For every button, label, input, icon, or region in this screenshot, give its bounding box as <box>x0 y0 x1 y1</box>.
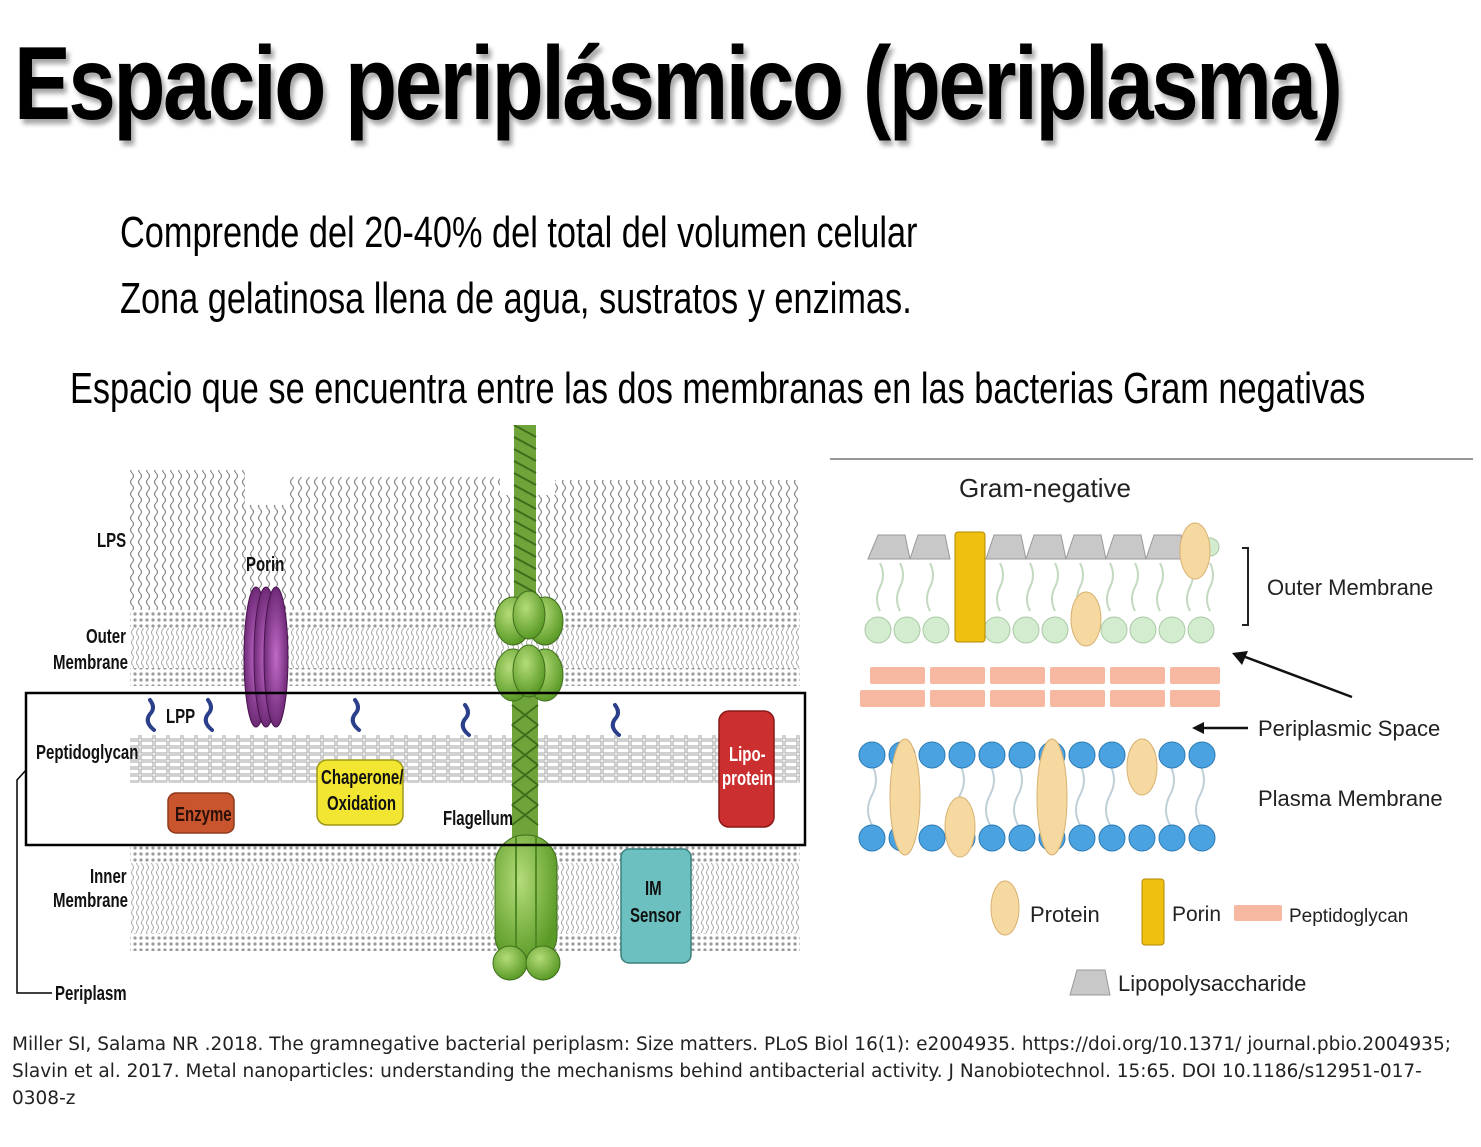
outer-membrane-shape <box>864 522 1220 647</box>
peptidoglycan-layer <box>860 667 1220 707</box>
label-chaperone-1: Chaperone/ <box>321 766 403 789</box>
label-chaperone-2: Oxidation <box>327 792 396 815</box>
label-outer-1: Outer <box>86 625 126 648</box>
legend-peptidoglycan: Peptidoglycan <box>1289 906 1408 927</box>
citation-line-3: 0308-z <box>12 1088 76 1109</box>
legend-porin: Porin <box>1172 903 1221 926</box>
label-lps: LPS <box>97 529 126 552</box>
citation: Miller SI, Salama NR .2018. The gramnega… <box>12 1031 1472 1112</box>
legend: Protein Porin Peptidoglycan Lipopolysacc… <box>990 878 1408 996</box>
bullet-gelatinous: Zona gelatinosa llena de agua, sustratos… <box>120 274 912 323</box>
label-outer-membrane: Outer Membrane <box>1267 575 1433 600</box>
label-periplasm: Periplasm <box>55 982 127 1005</box>
bullet-volume: Comprende del 20-40% del total del volum… <box>120 208 918 257</box>
citation-line-1: Miller SI, Salama NR .2018. The gramnega… <box>12 1034 1451 1055</box>
gram-negative-diagram-right: Gram-negative <box>830 458 1473 996</box>
label-im-sensor-1: IM <box>645 877 662 900</box>
legend-lipopolysaccharide: Lipopolysaccharide <box>1118 971 1306 996</box>
plasma-membrane-shape <box>858 738 1216 858</box>
label-porin: Porin <box>246 553 284 576</box>
porin-shape <box>243 586 289 728</box>
slide-title: Espacio periplásmico (periplasma) <box>14 26 1343 142</box>
label-plasma-membrane: Plasma Membrane <box>1258 786 1443 811</box>
label-enzyme: Enzyme <box>175 803 232 826</box>
label-flagellum: Flagellum <box>443 807 513 830</box>
periplasm-diagram-left: LPS Outer Membrane Peptidoglycan Inner M… <box>16 425 807 1005</box>
label-periplasmic-space: Periplasmic Space <box>1258 716 1440 741</box>
label-lipo-1: Lipo- <box>729 743 766 766</box>
label-im-sensor-2: Sensor <box>630 904 681 927</box>
label-inner-2: Membrane <box>53 889 128 912</box>
label-inner-1: Inner <box>90 865 127 888</box>
label-lipo-2: protein <box>722 767 773 790</box>
legend-protein: Protein <box>1030 902 1100 927</box>
label-lpp: LPP <box>166 705 195 728</box>
lpp-anchors <box>145 698 621 737</box>
citation-line-2: Slavin et al. 2017. Metal nanoparticles:… <box>12 1061 1422 1082</box>
label-outer-2: Membrane <box>53 651 128 674</box>
gram-negative-heading: Gram-negative <box>959 473 1131 503</box>
subtitle-between-membranes: Espacio que se encuentra entre las dos m… <box>70 364 1366 413</box>
label-peptidoglycan: Peptidoglycan <box>36 741 138 764</box>
periplasm-highlight-box <box>24 691 807 847</box>
flagellum-shape <box>492 425 564 981</box>
